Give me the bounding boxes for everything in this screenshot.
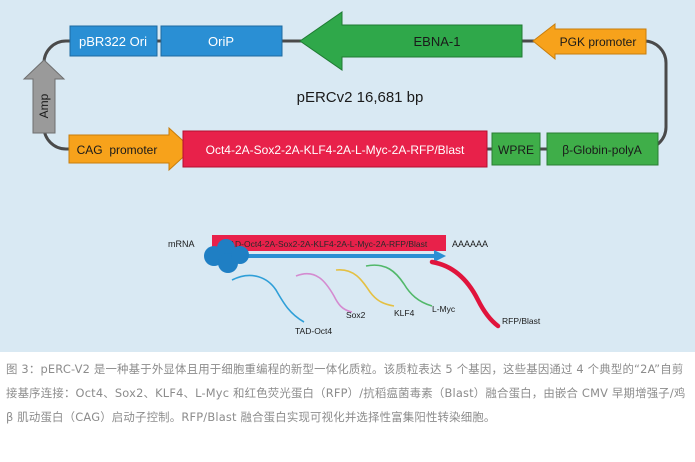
pgk-promoter-label: PGK promoter [560,35,637,49]
globin-polya-label: β-Globin-polyA [562,143,642,157]
sox2-chain [295,272,353,313]
tad-oct4-chain [231,274,305,323]
l-myc-label: L-Myc [432,304,456,314]
sox2-label: Sox2 [346,310,366,320]
l-myc-chain [365,264,433,307]
globin-polya-element: β-Globin-polyA [546,132,659,166]
mrna-sequence-label: TAD-Oct4-2A-Sox2-2A-KLF4-2A-L-Myc-2A-RFP… [225,239,428,249]
cag-promoter-label: CAG promoter [77,143,158,157]
translation-direction-arrow [238,250,446,262]
rfp-blast-label: RFP/Blast [502,316,541,326]
orip-element: OriP [160,25,283,57]
ebna1-arrow: EBNA-1 [299,11,523,71]
wpre-label: WPRE [498,143,534,157]
amp-arrow: Amp [22,59,66,134]
amp-label: Amp [37,93,51,118]
cassette-label: Oct4-2A-Sox2-2A-KLF4-2A-L-Myc-2A-RFP/Bla… [206,143,465,157]
ebna1-label: EBNA-1 [414,34,461,49]
reprogramming-cassette: Oct4-2A-Sox2-2A-KLF4-2A-L-Myc-2A-RFP/Bla… [182,130,488,168]
plasmid-name: pERCv2 16,681 bp [297,89,424,106]
mrna-label: mRNA [168,239,195,249]
polya-tail-label: AAAAAA [452,239,488,249]
orip-label: OriP [208,34,234,49]
ribosome-icon [204,239,249,273]
plasmid-figure: pBR322 Ori OriP EBNA-1 PGK promoter Amp … [0,0,695,352]
tad-oct4-label: TAD-Oct4 [295,326,332,336]
wpre-element: WPRE [491,132,541,166]
klf4-label: KLF4 [394,308,415,318]
pbr322-ori-element: pBR322 Ori [69,25,158,57]
klf4-chain [335,269,395,307]
figure-caption: 图 3：pERC-V2 是一种基于外显体且用于细胞重编程的新型一体化质粒。该质粒… [6,362,686,424]
rfp-blast-chain [429,259,501,329]
pgk-promoter-arrow: PGK promoter [532,22,647,61]
mrna-strand: TAD-Oct4-2A-Sox2-2A-KLF4-2A-L-Myc-2A-RFP… [212,235,446,251]
cag-promoter-arrow: CAG promoter [68,126,193,172]
pbr322-ori-label: pBR322 Ori [79,34,147,49]
